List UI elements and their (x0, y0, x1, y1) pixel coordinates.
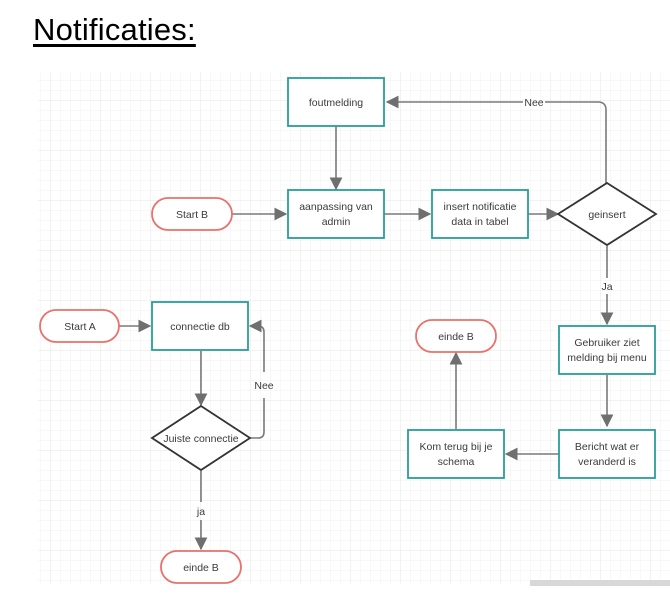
node-aanpassing[interactable] (287, 189, 385, 239)
label-aanpassing-1: aanpassing van (299, 201, 373, 213)
node-geinsert[interactable] (556, 181, 658, 247)
label-kom-terug-2: schema (438, 456, 475, 468)
label-juiste-connectie: Juiste connectie (163, 433, 238, 445)
page-title: Notificaties: (33, 12, 196, 47)
label-bericht-1: Bericht wat er (575, 441, 640, 453)
node-start-a[interactable] (39, 309, 120, 343)
label-start-a: Start A (64, 321, 96, 333)
label-foutmelding: foutmelding (309, 97, 363, 109)
label-bericht-2: veranderd is (578, 456, 636, 468)
node-start-b[interactable] (151, 197, 233, 231)
edge-juiste-connectie-nee (250, 326, 265, 439)
node-foutmelding[interactable] (287, 77, 385, 127)
label-insert-1: insert notificatie (444, 201, 517, 213)
edge-geinsert-foutmelding (387, 102, 607, 183)
edge-label-nee-left: Nee (254, 380, 273, 392)
node-gebruiker[interactable] (558, 325, 656, 375)
label-connectie-db: connectie db (170, 321, 230, 333)
edge-label-nee-top: Nee (524, 97, 543, 109)
label-einde-b-right: einde B (438, 331, 474, 343)
node-einde-b-left[interactable] (160, 550, 242, 584)
label-start-b: Start B (176, 209, 208, 221)
canvas-scrollbar[interactable] (530, 580, 670, 586)
node-kom-terug[interactable] (407, 429, 505, 479)
node-connectie-db[interactable] (151, 301, 249, 351)
label-aanpassing-2: admin (322, 216, 351, 228)
label-kom-terug-1: Kom terug bij je (420, 441, 493, 453)
edge-label-ja-left: ja (196, 506, 205, 518)
node-insert[interactable] (431, 189, 529, 239)
node-einde-b-right[interactable] (415, 319, 497, 353)
node-bericht[interactable] (558, 429, 656, 479)
label-einde-b-left: einde B (183, 562, 219, 574)
label-insert-2: data in tabel (451, 216, 508, 228)
node-juiste-connectie[interactable] (150, 404, 252, 472)
label-geinsert: geinsert (588, 209, 625, 221)
label-gebruiker-1: Gebruiker ziet (574, 337, 639, 349)
edge-label-ja-right: Ja (601, 281, 612, 293)
label-gebruiker-2: melding bij menu (567, 352, 647, 364)
